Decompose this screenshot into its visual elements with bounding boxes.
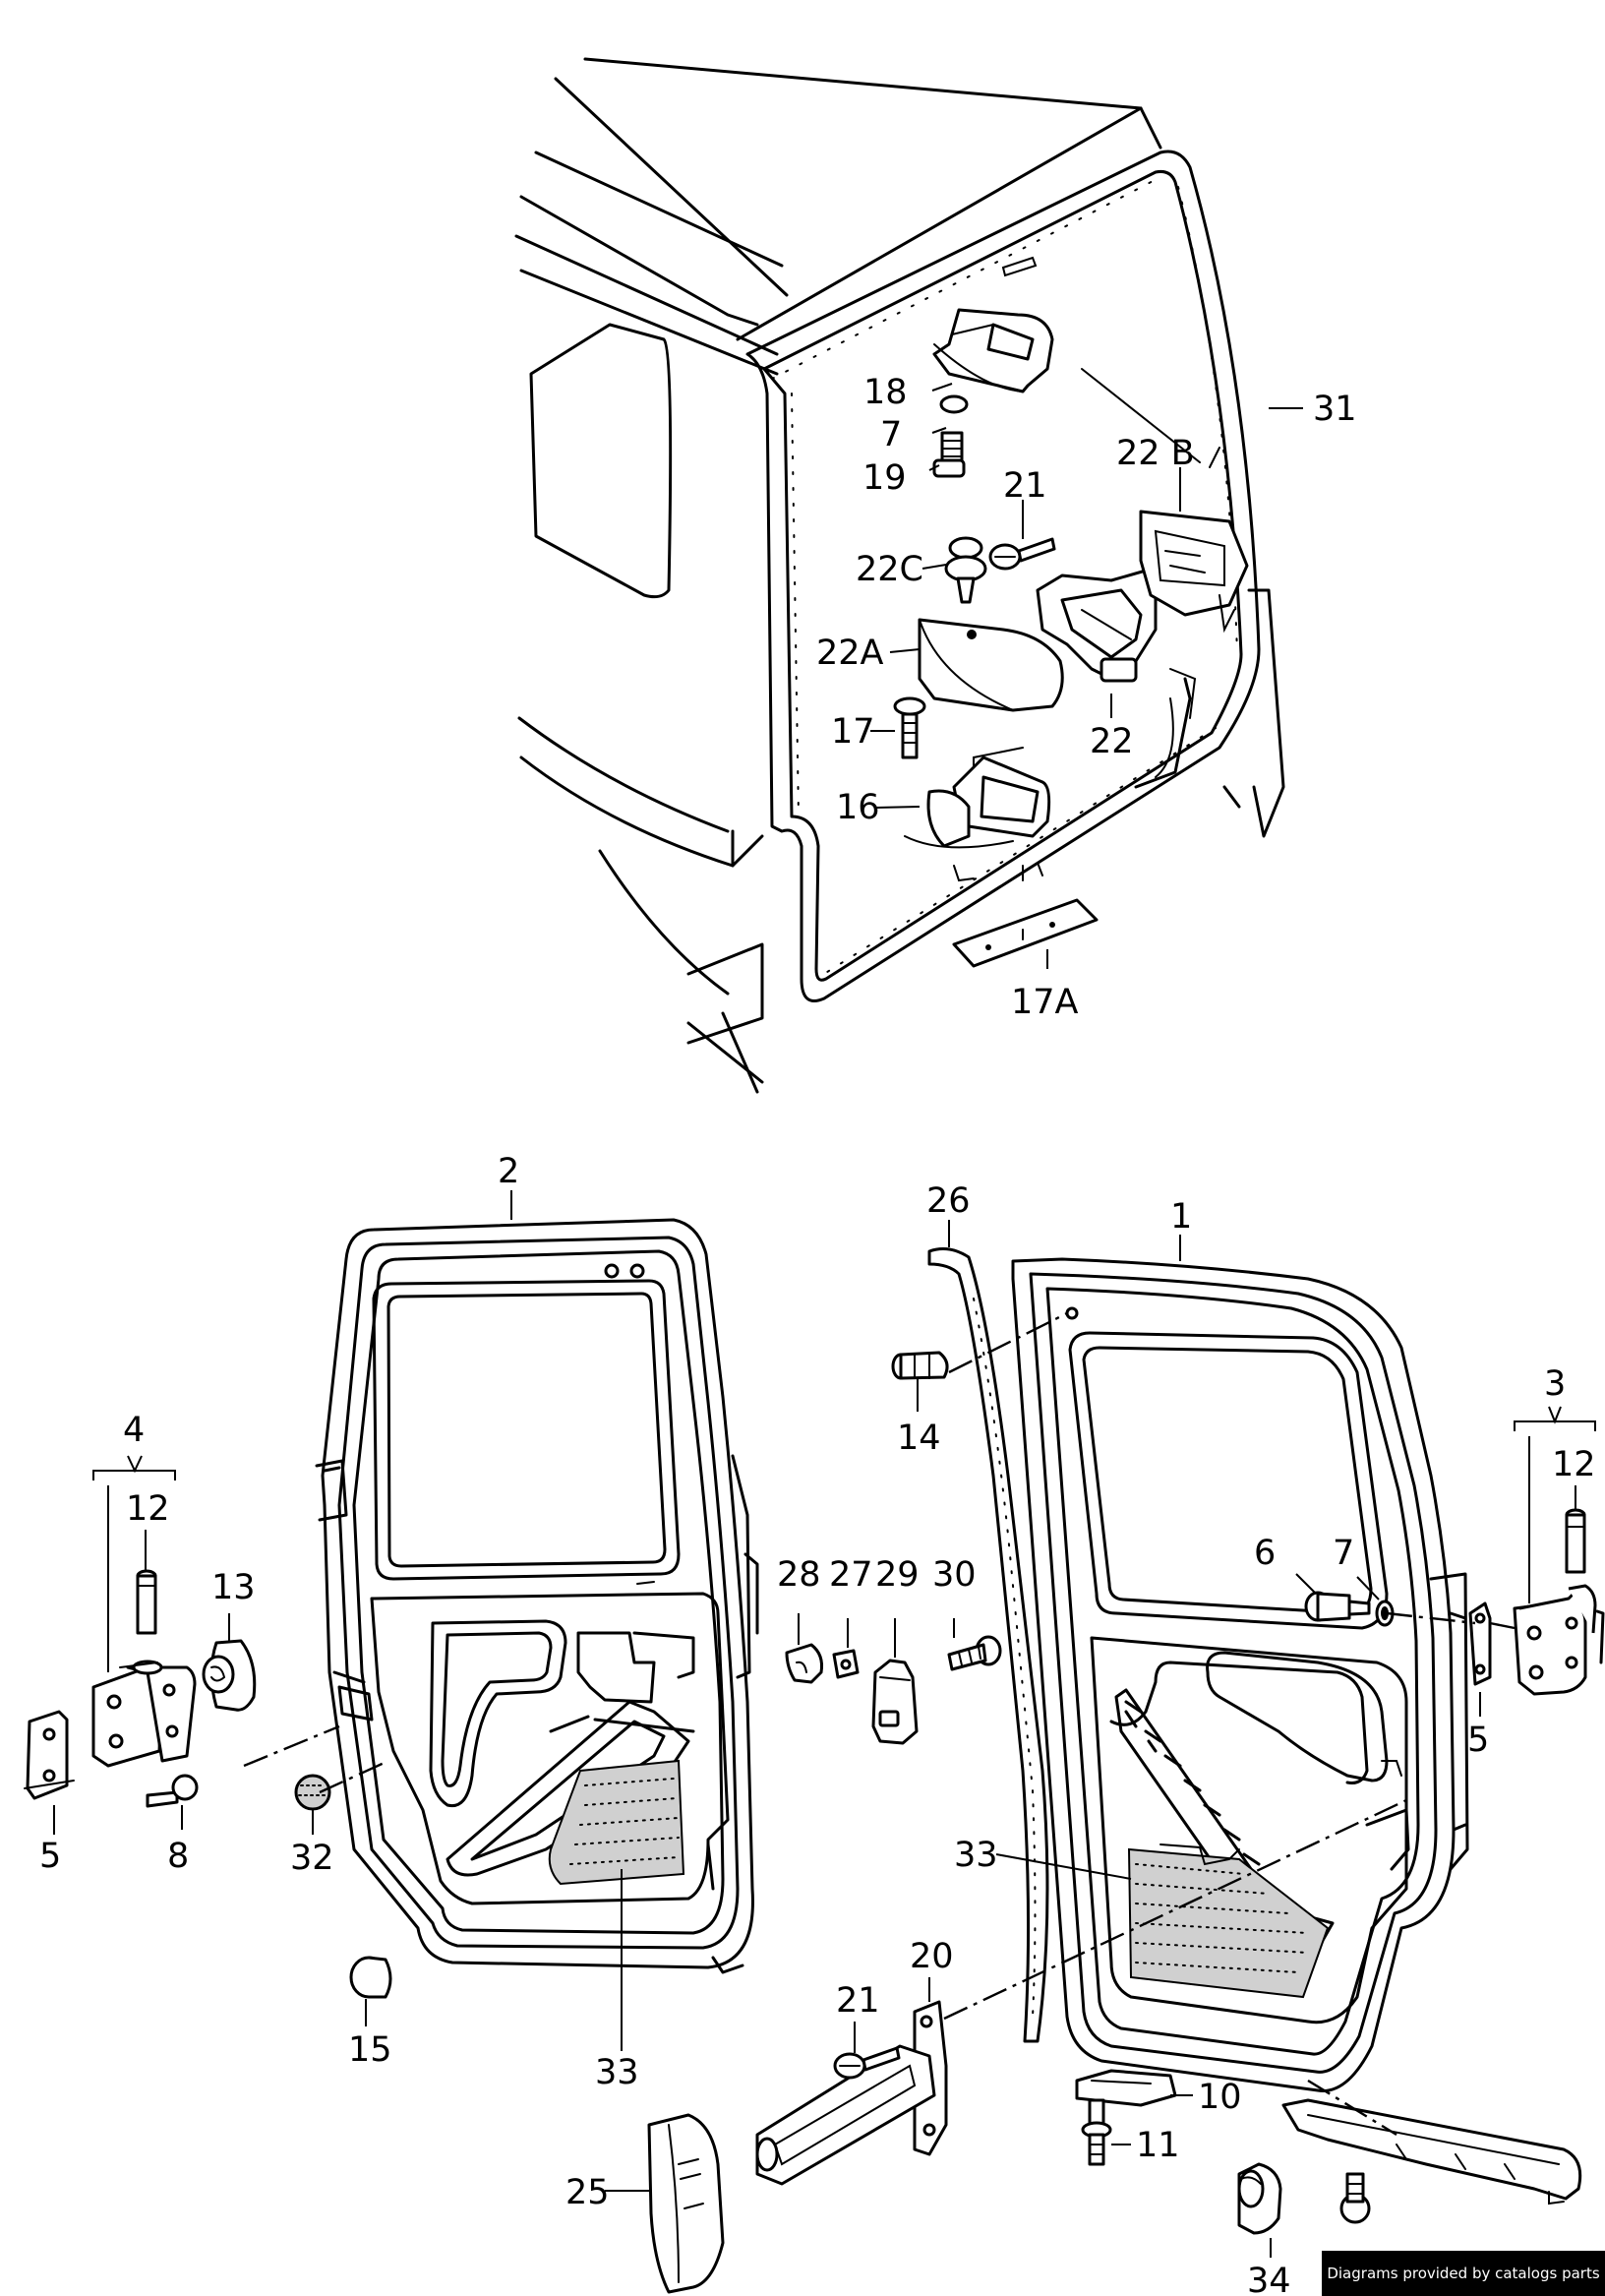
bolt-17 (893, 696, 926, 759)
nut-27 (832, 1649, 860, 1679)
pin-12-left (136, 1569, 157, 1635)
label-12-right: 12 (1552, 1445, 1596, 1484)
label-22b: 22 B (1116, 434, 1195, 473)
label-20: 20 (910, 1937, 954, 1976)
label-33-left: 33 (595, 2053, 639, 2092)
bumper-25 (647, 2113, 725, 2294)
label-6: 6 (1254, 1534, 1276, 1573)
label-17: 17 (831, 712, 875, 752)
shim-5-pin (24, 1780, 75, 1789)
clip-28 (785, 1643, 823, 1684)
label-13: 13 (211, 1568, 256, 1607)
door-rail-cover (1281, 2098, 1582, 2205)
plate-17a (952, 898, 1099, 968)
leader-lines (53, 383, 1596, 2258)
van-rear-body (514, 57, 1285, 1094)
hinge-left-4 (91, 1660, 197, 1768)
label-11: 11 (1136, 2126, 1180, 2165)
label-14: 14 (897, 1419, 941, 1458)
lock-22 (1036, 569, 1158, 683)
label-30: 30 (932, 1555, 977, 1595)
label-22a: 22A (816, 634, 884, 673)
screw-21-bottom (833, 2046, 901, 2080)
sill-marks (953, 862, 1043, 882)
label-21-bottom: 21 (836, 1981, 880, 2021)
label-7-right: 7 (1333, 1534, 1354, 1573)
label-4: 4 (123, 1411, 145, 1450)
label-16: 16 (836, 788, 880, 827)
bracket-22b (1139, 510, 1249, 634)
label-3: 3 (1544, 1364, 1566, 1404)
label-22: 22 (1090, 722, 1134, 761)
bolt-11 (1081, 2098, 1112, 2166)
label-1: 1 (1170, 1197, 1192, 1237)
label-25: 25 (565, 2173, 610, 2212)
lock-rod-2 (1155, 697, 1174, 778)
handle-22a (918, 618, 1064, 712)
label-5-right: 5 (1467, 1721, 1489, 1760)
label-2: 2 (498, 1152, 519, 1191)
rear-door-right-1 (1011, 1257, 1469, 2092)
rear-door-left-2 (315, 1218, 759, 1974)
hinge-right-3 (1513, 1584, 1605, 1696)
plug-32 (294, 1774, 331, 1811)
label-26: 26 (926, 1181, 971, 1221)
label-22c: 22C (856, 550, 923, 589)
callout-labels: 31 18 7 19 22 B 21 22C 22A 22 17 16 17A … (39, 373, 1596, 2296)
pin-12-right (1565, 1508, 1586, 1574)
label-17a: 17A (1011, 983, 1079, 1022)
bracket-20 (755, 2000, 948, 2186)
label-34: 34 (1247, 2262, 1291, 2296)
label-10: 10 (1198, 2078, 1242, 2117)
striker-upper-18 (932, 308, 1054, 393)
bumper-15 (349, 1956, 392, 1999)
striker-lower-16 (904, 747, 1051, 849)
assembly-lines (243, 1311, 1516, 2137)
lock-rod (1169, 668, 1197, 719)
label-8: 8 (167, 1837, 189, 1876)
washer-7-top (939, 394, 969, 414)
label-28: 28 (777, 1555, 821, 1595)
bolt-19 (932, 431, 966, 478)
clip-22c (944, 536, 987, 604)
label-32: 32 (290, 1839, 334, 1878)
cap-29 (871, 1659, 919, 1745)
label-7-top: 7 (880, 415, 902, 454)
label-21-top: 21 (1003, 466, 1047, 506)
screw-21-top (988, 537, 1056, 571)
label-18: 18 (863, 373, 908, 412)
credit-badge: Diagrams provided by catalogs parts (1322, 2251, 1605, 2296)
credit-text: Diagrams provided by catalogs parts (1327, 2265, 1600, 2282)
label-15: 15 (348, 2030, 392, 2070)
buffer-34 (1237, 2162, 1282, 2235)
label-33-right: 33 (954, 1836, 998, 1875)
label-31: 31 (1313, 390, 1357, 429)
weatherstrip-26 (927, 1247, 1049, 2043)
label-27: 27 (829, 1555, 873, 1595)
shim-5-right (1468, 1601, 1492, 1686)
bolt-8 (146, 1774, 199, 1808)
label-29: 29 (875, 1555, 920, 1595)
screw-30 (947, 1635, 1002, 1671)
label-5-left: 5 (39, 1837, 61, 1876)
bumper-14 (891, 1351, 949, 1380)
bolt-6 (1304, 1591, 1371, 1622)
label-19: 19 (862, 458, 907, 498)
label-12-left: 12 (126, 1489, 170, 1529)
cap-13 (202, 1639, 257, 1712)
